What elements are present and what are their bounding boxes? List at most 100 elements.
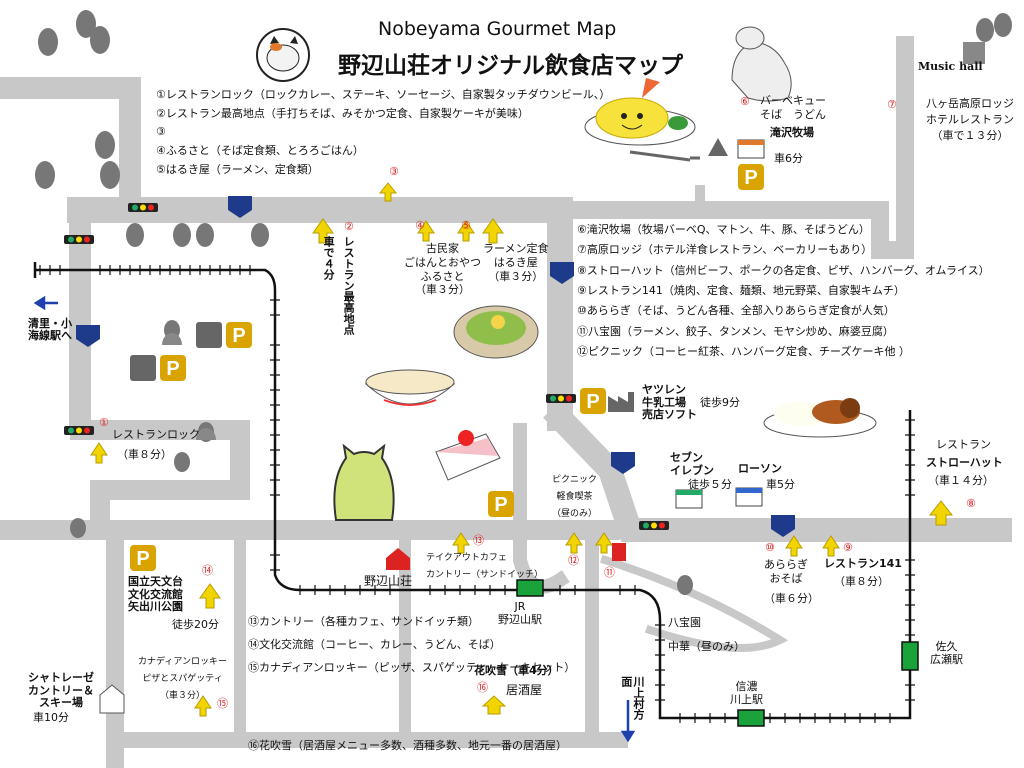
road-northeast	[551, 36, 914, 259]
omurice-illustration	[584, 78, 696, 146]
marker-10: ⑩	[765, 541, 775, 554]
svg-text:P: P	[136, 548, 149, 570]
marker-7: ⑦	[887, 98, 897, 111]
label-izakaya: 居酒屋	[506, 683, 543, 697]
label-kawakami[interactable]: 川上村方面	[619, 676, 645, 720]
tree-icon	[677, 575, 693, 595]
jr-nobeyama-station-icon	[516, 579, 544, 597]
arrow-up-icon	[481, 695, 507, 715]
road-141-diagonal	[543, 401, 1012, 542]
cat-illustration	[333, 443, 395, 521]
list-item[interactable]: ⑤はるき屋（ラーメン、定食類）	[156, 162, 319, 176]
label-nobeyama-sou[interactable]: 野辺山荘	[364, 574, 413, 588]
tunnel-icon	[196, 428, 216, 440]
list-item[interactable]: ⑧ストローハット（信州ビーフ、ポークの各定食、ピザ、ハンバーグ、オムライス）	[577, 263, 990, 277]
label-kiyosato[interactable]: 清里・小海線駅へ	[28, 317, 72, 343]
list-item[interactable]: ⑯花吹雪（居酒屋メニュー多数、酒種多数、地元一番の居酒屋）	[248, 739, 567, 752]
list-item[interactable]: ②レストラン最高地点（手打ちそば、みそかつ定食、自家製ケーキが美味）	[156, 106, 529, 120]
label-saku-hirose[interactable]: 佐久 広瀬駅	[930, 640, 963, 667]
label-takizawa[interactable]: 滝沢牧場	[770, 126, 814, 139]
label-happoen[interactable]: 八宝園	[668, 616, 701, 629]
list-item[interactable]: ⑬カントリー（各種カフェ、サンドイッチ類）	[248, 615, 479, 628]
marker-16: ⑯	[477, 681, 488, 694]
marker-3: ③	[389, 165, 399, 178]
label-yatsuren[interactable]: ヤツレン 牛乳工場 売店ソフト	[642, 383, 697, 422]
arrow-up-icon	[595, 532, 613, 554]
label-straw[interactable]: レストラン	[936, 438, 991, 451]
factory-icon	[608, 392, 634, 412]
shop-icon	[737, 139, 765, 159]
list-item[interactable]: ⑥滝沢牧場（牧場バーベQ、マトン、牛、豚、そばうどん）	[577, 223, 870, 236]
ramen-bowl-illustration	[364, 369, 456, 406]
lawson-icon	[735, 487, 763, 507]
list-item[interactable]: ⑩あららぎ（そば、うどん各種、全部入りあららぎ定食が人気）	[577, 304, 895, 318]
parking-signs: P P P P P P	[130, 164, 764, 571]
label-saikou[interactable]: レストラン最高地点	[342, 236, 356, 335]
label-hanafubuki[interactable]: 花吹雪（車4分）	[474, 664, 559, 677]
svg-text:P: P	[744, 167, 757, 189]
label-chateau[interactable]: シャトレーゼ カントリー＆ スキー場	[28, 671, 94, 710]
tunnels	[162, 333, 216, 440]
traffic-light-icon	[64, 235, 94, 244]
label-araragi[interactable]: あららぎ おそば	[764, 558, 808, 585]
building-icon	[99, 684, 125, 714]
shinano-kawakami-station-icon	[737, 709, 765, 727]
label-country[interactable]: テイクアウトカフェ カントリー（サンドイッチ）	[426, 553, 544, 581]
route-141-icon	[228, 196, 252, 218]
tree-icon	[196, 223, 214, 247]
marker-12: ⑫	[568, 554, 579, 567]
arrow-up-icon	[378, 182, 398, 202]
traffic-lights	[64, 203, 669, 530]
saku-hirose-station-icon	[901, 641, 919, 671]
svg-text:P: P	[494, 494, 507, 516]
label-furusato[interactable]: 古民家 ごはんとおやつ ふるさと （車３分）	[404, 242, 481, 297]
map-title-english: Nobeyama Gourmet Map	[378, 18, 617, 40]
label-shinano-kawakami[interactable]: 信濃 川上駅	[730, 680, 763, 707]
marker-4: ④	[415, 219, 425, 232]
tree-icon	[173, 223, 191, 247]
tunnel-icon	[162, 333, 182, 345]
list-item[interactable]: ⑫ピクニック（コーヒー紅茶、ハンバーグ定食、チーズケーキ他 ）	[577, 345, 910, 359]
label-straw2[interactable]: ストローハット	[926, 456, 1003, 469]
label-seven[interactable]: セブン イレブン	[670, 451, 714, 477]
marker-1: ①	[99, 416, 109, 429]
label-chuka: 中華（昼のみ）	[668, 640, 745, 653]
label-saikou-time: 車で４分	[322, 236, 336, 280]
list-item[interactable]: ⑦高原ロッジ（ホテル洋食レストラン、ベーカリーもあり）	[577, 243, 873, 257]
label-lawson[interactable]: ローソン	[738, 462, 782, 475]
label-r141[interactable]: レストラン141	[824, 557, 902, 570]
list-item[interactable]: ③	[156, 125, 166, 139]
list-item[interactable]: ⑪八宝園（ラーメン、餃子、タンメン、モヤシ炒め、麻婆豆腐）	[577, 324, 894, 338]
restaurant-list-1: ①レストランロック（ロックカレー、ステーキ、ソーセージ、自家製タッチダウンビール…	[156, 86, 610, 179]
arrow-up-icon	[417, 220, 435, 242]
tree-icon	[38, 28, 58, 56]
list-item[interactable]: ⑨レストラン141（焼肉、定食、麺類、地元野菜、自家製キムチ）	[577, 284, 905, 298]
label-picnic[interactable]: ピクニック 軽食喫茶 （昼のみ）	[552, 475, 598, 520]
tent-icon	[708, 138, 728, 156]
label-haruki[interactable]: ラーメン定食 はるき屋 （車３分）	[483, 242, 549, 283]
list-item[interactable]: ⑮カナディアンロッキー（ピッザ、スパゲッティ、ケーキセット）	[248, 661, 576, 675]
label-rock[interactable]: レストランロック	[112, 428, 200, 441]
list-item[interactable]: ⑭文化交流館（コーヒー、カレー、うどん、そば）	[248, 638, 501, 652]
label-jr-nobeyama[interactable]: JR 野辺山駅	[498, 600, 542, 627]
station-markers	[516, 579, 919, 727]
arrow-up-icon	[90, 442, 108, 464]
label-lodge[interactable]: 八ヶ岳高原ロッジ ホテルレストラン （車で１３分）	[926, 97, 1014, 142]
label-takizawa-time: 車6分	[774, 152, 803, 165]
arrow-up-icon	[194, 695, 212, 717]
seven-eleven-icon	[675, 489, 703, 509]
label-canadian[interactable]: カナディアンロッキー ピザとスパゲッティ （車３分）	[138, 657, 228, 702]
route-141-icon	[771, 515, 795, 537]
illustrations	[99, 26, 985, 714]
blue-arrows	[33, 295, 636, 743]
arrow-up-icon	[482, 218, 504, 244]
tree-icon	[90, 26, 110, 54]
marker-14: ⑭	[202, 564, 213, 577]
label-music-hall[interactable]: Music hall	[918, 60, 983, 73]
tree-icon	[994, 13, 1012, 37]
label-astro[interactable]: 国立天文台 文化交流館 矢出川公園	[128, 575, 183, 614]
rail-line	[35, 268, 912, 720]
list-item[interactable]: ①レストランロック（ロックカレー、ステーキ、ソーセージ、自家製タッチダウンビール…	[156, 88, 611, 101]
list-item[interactable]: ④ふるさと（そば定食類、とろろごはん）	[156, 144, 364, 158]
